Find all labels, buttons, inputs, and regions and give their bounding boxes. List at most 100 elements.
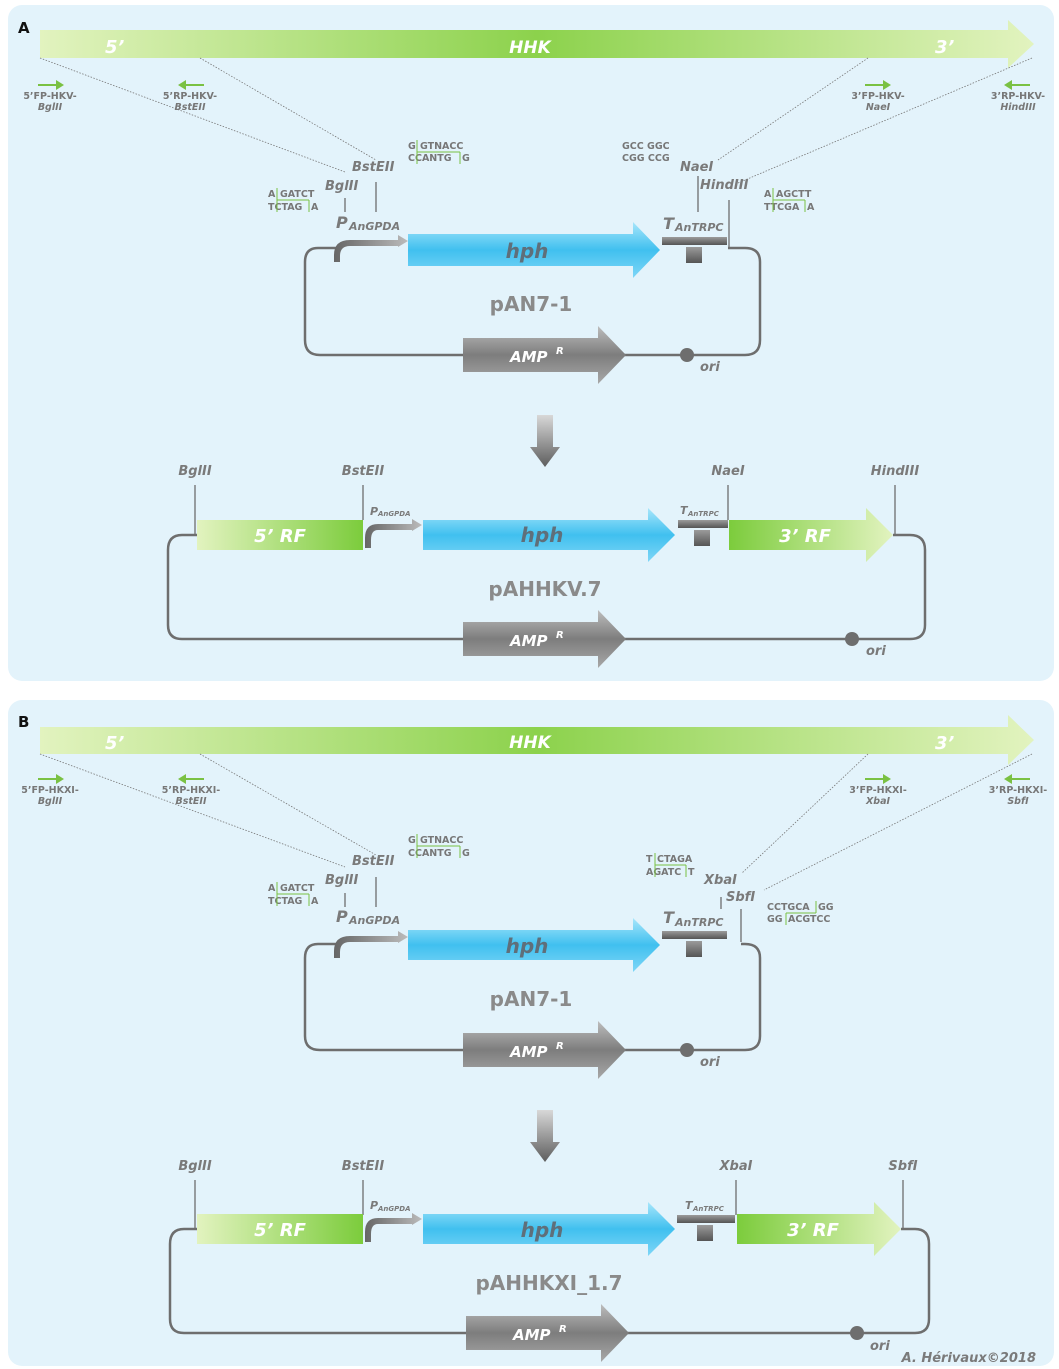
svg-text:AnTRPC: AnTRPC: [692, 1205, 725, 1213]
svg-text:G: G: [408, 141, 416, 152]
site-1-label: BglII: [178, 464, 212, 479]
primer-label-line1: 5’RP-HKV-: [163, 91, 217, 102]
site3-sequence: GCC GGC CGG CCG: [622, 141, 670, 164]
svg-text:GCC GGC: GCC GGC: [622, 141, 670, 152]
terminator-bar: [677, 1215, 735, 1223]
amp-resistance-arrow: [463, 610, 626, 668]
site-4-label: SbfI: [726, 890, 755, 905]
svg-text:AMP: AMP: [512, 1326, 551, 1344]
svg-text:CCANTG: CCANTG: [408, 848, 452, 859]
svg-text:A: A: [764, 189, 772, 200]
primer-label-line1: 3’FP-HKV-: [851, 91, 904, 102]
svg-text:G: G: [408, 835, 416, 846]
svg-text:A: A: [268, 883, 276, 894]
gene-three-prime-label: 3’: [935, 37, 955, 58]
site-4-label: HindIII: [700, 178, 749, 193]
svg-text:GTNACC: GTNACC: [420, 835, 463, 846]
reverse-arrow-icon: [1004, 774, 1030, 784]
site-tick-marks: [344, 877, 742, 942]
terminator-stem: [697, 1225, 713, 1241]
primer-5rp: 5’RP-HKXI- BstEII: [162, 774, 220, 807]
svg-text:BglII: BglII: [178, 1159, 212, 1174]
seq-bottom-right: A: [311, 202, 319, 213]
ori-dot-icon: [845, 632, 859, 646]
primer-3fp: 3’FP-HKV- NaeI: [851, 80, 905, 113]
site4-sequence: CCTGCA GG GG ACGTCC: [767, 901, 834, 925]
terminator-stem: [686, 247, 702, 263]
panel-letter: A: [18, 19, 30, 37]
hph-gene-arrow: [423, 508, 675, 562]
bsteii-sequence: G GTNACC CCANTG G: [408, 834, 470, 859]
svg-text:TCTAG: TCTAG: [268, 896, 303, 907]
svg-text:ori: ori: [700, 1055, 720, 1070]
primer-5fp: 5’FP-HKV- BglII: [23, 80, 77, 113]
site-bsteii-label: BstEII: [352, 854, 395, 869]
svg-text:SbfI: SbfI: [1007, 796, 1029, 807]
amp-label: AMP: [509, 348, 548, 366]
gene-name-label: HHK: [509, 38, 552, 58]
svg-text:3’FP-HKXI-: 3’FP-HKXI-: [849, 785, 907, 796]
primer-3rp: 3’RP-HKXI- SbfI: [989, 774, 1047, 807]
forward-arrow-icon: [38, 80, 64, 90]
plasmid-pahhkv7: BglII BstEII NaeI HindIII 5’ RF P AnGPDA…: [166, 464, 927, 668]
dotted-guide-line: [199, 753, 377, 856]
amp-sup: R: [556, 630, 564, 641]
rf3-arrow: [737, 1202, 901, 1256]
hph-gene-arrow: [408, 918, 660, 972]
svg-text:P: P: [370, 1199, 378, 1212]
amp-resistance-arrow: [466, 1304, 629, 1362]
plasmid-name: pAN7-1: [490, 292, 573, 316]
dotted-guide-line: [39, 57, 346, 173]
gene-five-prime-label: 5’: [105, 37, 125, 58]
terminator-label: T: [680, 504, 689, 517]
site-3-label: NaeI: [711, 464, 744, 479]
plasmid-pahhkxi: BglII BstEII XbaI SbfI 5’ RF P AnGPDA hp…: [168, 1159, 931, 1362]
gene-five-prime-label: 5’: [105, 733, 125, 754]
svg-text:CTAGA: CTAGA: [657, 854, 693, 865]
seq-bottom-left: TCTAG: [268, 202, 303, 213]
terminator-stem: [686, 941, 702, 957]
amp-sup: R: [556, 346, 564, 357]
hph-gene-arrow: [423, 1202, 675, 1256]
hph-label: hph: [506, 934, 549, 958]
reverse-arrow-icon: [178, 80, 204, 90]
primer-5rp: 5’RP-HKV- BstEII: [163, 80, 217, 113]
site-tick-marks: [344, 176, 730, 248]
svg-text:A: A: [807, 202, 815, 213]
rf5-block: [197, 520, 363, 550]
site-2-label: BstEII: [342, 464, 385, 479]
reverse-arrow-icon: [178, 774, 204, 784]
svg-text:GATCT: GATCT: [280, 883, 315, 894]
hhk-gene-arrow: 5’ HHK 3’: [40, 715, 1034, 765]
bglii-sequence: A GATCT TCTAG A: [268, 882, 319, 907]
terminator-sub: AnTRPC: [687, 510, 720, 518]
svg-text:AnGPDA: AnGPDA: [348, 914, 400, 927]
rf5-block: [197, 1214, 363, 1244]
svg-text:SbfI: SbfI: [888, 1159, 917, 1174]
panel-letter: B: [18, 713, 29, 731]
svg-text:XbaI: XbaI: [865, 796, 891, 807]
ori-dot-icon: [680, 1043, 694, 1057]
hhk-gene-arrow: 5’ HHK 3’: [40, 20, 1034, 68]
terminator-bar: [662, 931, 727, 939]
dotted-guide-line: [199, 57, 377, 161]
credit-label: A. Hérivaux©2018: [901, 1351, 1036, 1366]
site-3-label: NaeI: [680, 160, 713, 175]
promoter-label: P: [370, 505, 378, 518]
rf3-label: 3’ RF: [779, 526, 831, 547]
svg-text:AnGPDA: AnGPDA: [377, 1205, 411, 1213]
svg-text:T: T: [685, 1199, 694, 1212]
terminator-sub: AnTRPC: [674, 221, 723, 234]
svg-text:BstEII: BstEII: [342, 1159, 385, 1174]
svg-text:XbaI: XbaI: [719, 1159, 753, 1174]
rf5-label: 5’ RF: [254, 526, 306, 547]
dotted-guide-line: [717, 57, 869, 161]
ori-label: ori: [866, 644, 886, 659]
hph-label: hph: [506, 239, 549, 263]
svg-text:CCANTG: CCANTG: [408, 153, 452, 164]
svg-text:GG: GG: [818, 902, 834, 913]
primer-label-line2: NaeI: [866, 102, 891, 113]
svg-text:AGCTT: AGCTT: [776, 189, 812, 200]
ori-dot-icon: [680, 348, 694, 362]
